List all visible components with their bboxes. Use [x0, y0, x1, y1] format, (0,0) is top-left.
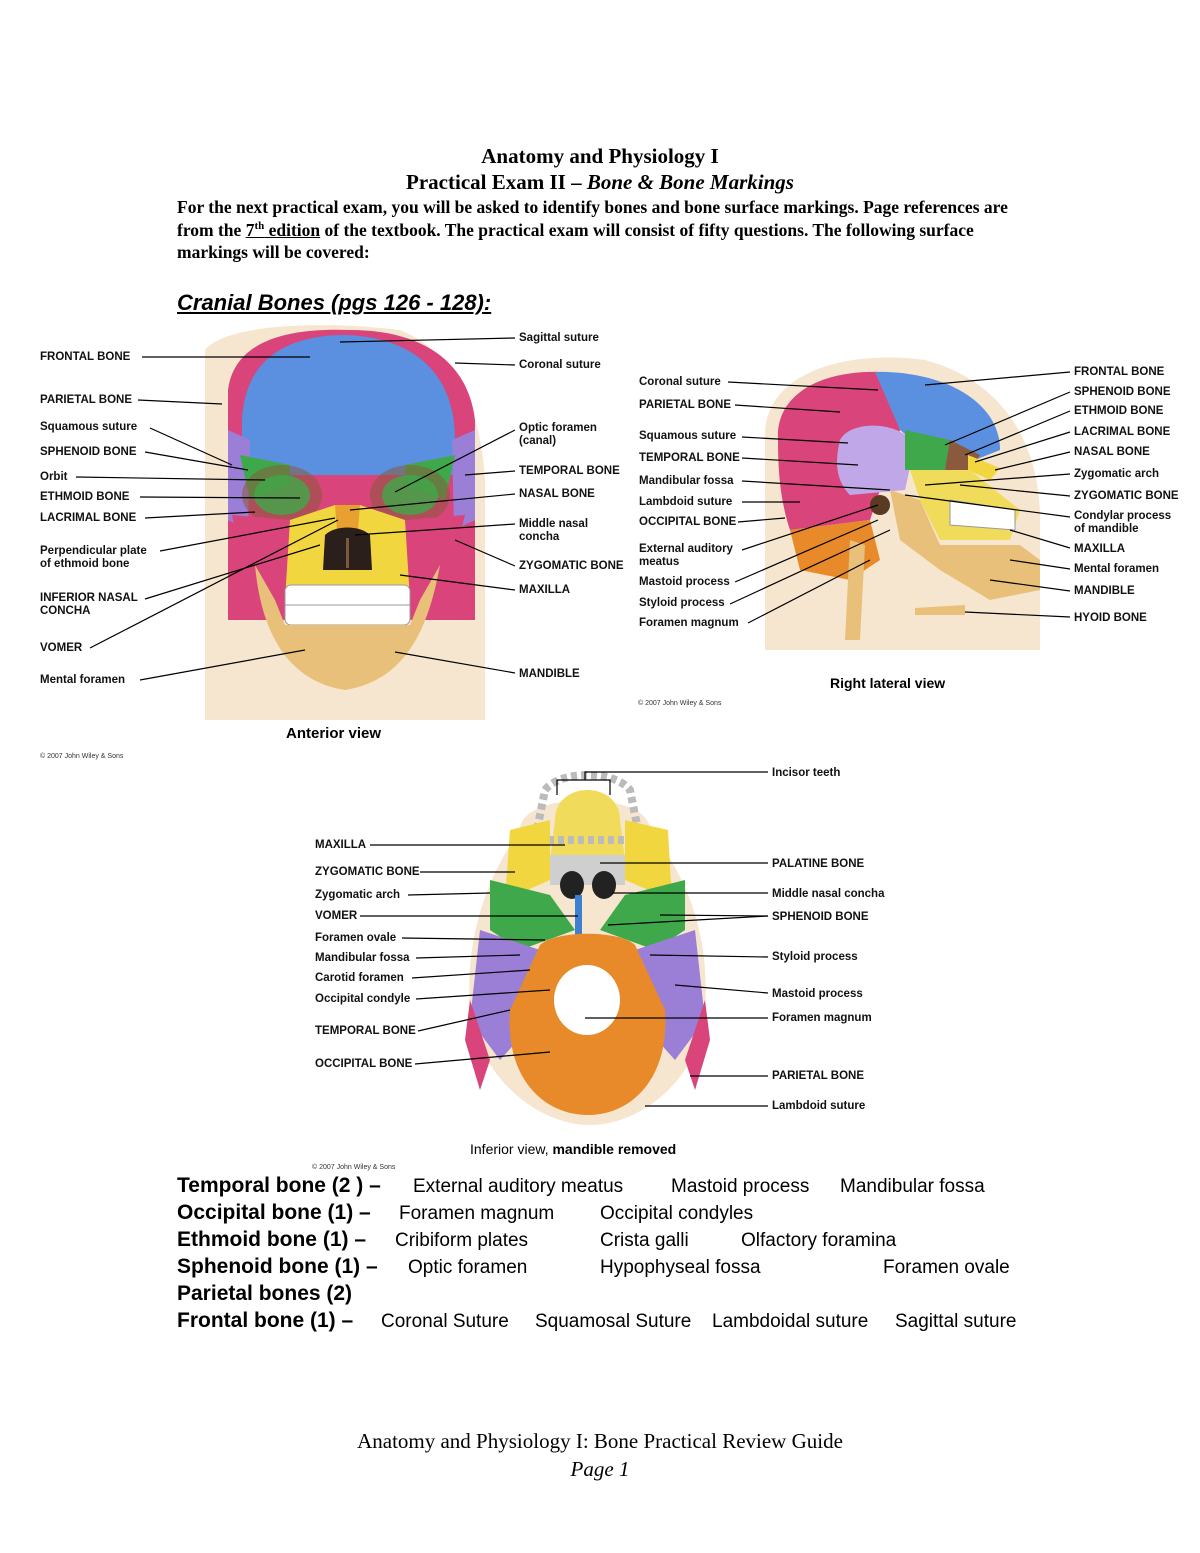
inferior-skull-figure — [465, 771, 710, 1125]
inferior-caption: Inferior view, mandible removed — [470, 1141, 677, 1157]
inferior-left-label: TEMPORAL BONE — [315, 1025, 416, 1037]
anterior-left-label: LACRIMAL BONE — [40, 512, 137, 524]
inferior-right-label: PARIETAL BONE — [772, 1070, 865, 1082]
lateral-left-label: Coronal suture — [639, 376, 721, 388]
anterior-left-label: Mental foramen — [40, 674, 125, 686]
anterior-right-label: ZYGOMATIC BONE — [519, 560, 624, 572]
lateral-right-label: MANDIBLE — [1074, 585, 1135, 597]
inferior-right-label: Mastoid process — [772, 988, 863, 1000]
lateral-left-label: Mandibular fossa — [639, 475, 734, 487]
marking-item: Foramen magnum — [399, 1203, 555, 1224]
lateral-right-label: ETHMOID BONE — [1074, 405, 1164, 417]
inferior-right-label: Foramen magnum — [772, 1012, 872, 1024]
inferior-right-label: Incisor teeth — [772, 767, 841, 779]
lateral-left-label: Squamous suture — [639, 430, 737, 442]
anterior-right-label: MANDIBLE — [519, 668, 580, 680]
lateral-right-label: HYOID BONE — [1074, 612, 1147, 624]
anterior-right-label: TEMPORAL BONE — [519, 465, 620, 477]
lateral-right-label: LACRIMAL BONE — [1074, 426, 1171, 438]
anterior-left-label: Squamous suture — [40, 421, 138, 433]
lateral-left-label: Lambdoid suture — [639, 496, 733, 508]
lateral-left-label: Mastoid process — [639, 576, 730, 588]
anterior-left-label: PARIETAL BONE — [40, 394, 133, 406]
lateral-right-label: Condylar process of mandible — [1074, 510, 1172, 535]
lateral-right-label: MAXILLA — [1074, 543, 1126, 555]
inferior-right-label: SPHENOID BONE — [772, 911, 869, 923]
marking-bone-name: Sphenoid bone (1) – — [177, 1255, 378, 1278]
lateral-right-label: FRONTAL BONE — [1074, 366, 1165, 378]
lateral-right-label: Mental foramen — [1074, 563, 1159, 575]
anterior-copyright: © 2007 John Wiley & Sons — [40, 753, 124, 760]
marking-item: Coronal Suture — [381, 1311, 509, 1332]
anterior-right-label: Sagittal suture — [519, 332, 599, 344]
marking-item: Mandibular fossa — [840, 1176, 985, 1197]
intro-paragraph: For the next practical exam, you will be… — [177, 197, 1008, 262]
footer-title: Anatomy and Physiology I: Bone Practical… — [357, 1429, 843, 1453]
marking-bone-name: Ethmoid bone (1) – — [177, 1228, 366, 1251]
anterior-right-label: NASAL BONE — [519, 488, 595, 500]
lateral-right-label: ZYGOMATIC BONE — [1074, 490, 1179, 502]
inferior-left-label: ZYGOMATIC BONE — [315, 866, 420, 878]
document-title: Anatomy and Physiology I — [481, 144, 719, 168]
marking-item: Optic foramen — [408, 1257, 528, 1278]
marking-bone-name: Occipital bone (1) – — [177, 1201, 371, 1224]
anterior-right-label: Optic foramen (canal) — [519, 422, 597, 447]
lateral-left-label: TEMPORAL BONE — [639, 452, 740, 464]
section-title: Cranial Bones (pgs 126 - 128): — [177, 290, 492, 315]
marking-item: Cribiform plates — [395, 1230, 529, 1251]
marking-item: Olfactory foramina — [741, 1230, 897, 1251]
marking-bone-name: Parietal bones (2) — [177, 1282, 353, 1305]
marking-item: Hypophyseal fossa — [600, 1257, 761, 1278]
inferior-left-label: MAXILLA — [315, 839, 367, 851]
inferior-left-label: Carotid foramen — [315, 972, 404, 984]
inferior-left-label: Mandibular fossa — [315, 952, 410, 964]
inferior-left-label: Foramen ovale — [315, 932, 397, 944]
anterior-left-label: INFERIOR NASAL CONCHA — [40, 592, 138, 617]
lateral-left-label: External auditory meatus — [639, 543, 733, 568]
marking-bone-name: Temporal bone (2 ) – — [177, 1174, 381, 1197]
anterior-left-label: VOMER — [40, 642, 83, 654]
anterior-left-label: Orbit — [40, 471, 68, 483]
anterior-right-label: Middle nasal concha — [519, 518, 589, 543]
lateral-copyright: © 2007 John Wiley & Sons — [638, 700, 722, 707]
inferior-left-label: OCCIPITAL BONE — [315, 1058, 413, 1070]
inferior-right-label: PALATINE BONE — [772, 858, 865, 870]
marking-item: Occipital condyles — [600, 1203, 754, 1224]
anterior-right-label: MAXILLA — [519, 584, 571, 596]
lateral-left-label: OCCIPITAL BONE — [639, 516, 737, 528]
marking-item: Foramen ovale — [883, 1257, 1010, 1278]
marking-item: Mastoid process — [671, 1176, 810, 1197]
marking-bone-name: Frontal bone (1) – — [177, 1309, 354, 1332]
marking-item: Crista galli — [600, 1230, 689, 1251]
lateral-right-label: SPHENOID BONE — [1074, 386, 1171, 398]
marking-item: External auditory meatus — [413, 1176, 624, 1197]
exam-subtitle: Practical Exam II – Bone & Bone Markings — [406, 170, 794, 194]
inferior-right-label: Lambdoid suture — [772, 1100, 866, 1112]
anterior-left-label: SPHENOID BONE — [40, 446, 137, 458]
lateral-right-label: NASAL BONE — [1074, 446, 1150, 458]
anterior-left-label: Perpendicular plate of ethmoid bone — [40, 545, 147, 570]
inferior-copyright: © 2007 John Wiley & Sons — [312, 1164, 396, 1171]
lateral-skull-figure — [765, 357, 1040, 650]
anterior-right-label: Coronal suture — [519, 359, 601, 371]
anterior-left-label: ETHMOID BONE — [40, 491, 130, 503]
inferior-left-label: Zygomatic arch — [315, 889, 400, 901]
inferior-right-label: Styloid process — [772, 951, 858, 963]
marking-item: Sagittal suture — [895, 1311, 1017, 1332]
lateral-caption: Right lateral view — [830, 675, 946, 691]
anterior-left-label: FRONTAL BONE — [40, 351, 131, 363]
anterior-skull-figure — [205, 325, 485, 720]
inferior-right-label: Middle nasal concha — [772, 888, 885, 900]
marking-item: Squamosal Suture — [535, 1311, 692, 1332]
marking-item: Lambdoidal suture — [712, 1311, 869, 1332]
page-number: Page 1 — [570, 1457, 630, 1481]
lateral-left-label: PARIETAL BONE — [639, 399, 732, 411]
anterior-caption: Anterior view — [286, 725, 382, 742]
lateral-right-label: Zygomatic arch — [1074, 468, 1159, 480]
lateral-left-label: Foramen magnum — [639, 617, 739, 629]
inferior-left-label: VOMER — [315, 910, 358, 922]
inferior-left-label: Occipital condyle — [315, 993, 411, 1005]
lateral-left-label: Styloid process — [639, 597, 725, 609]
